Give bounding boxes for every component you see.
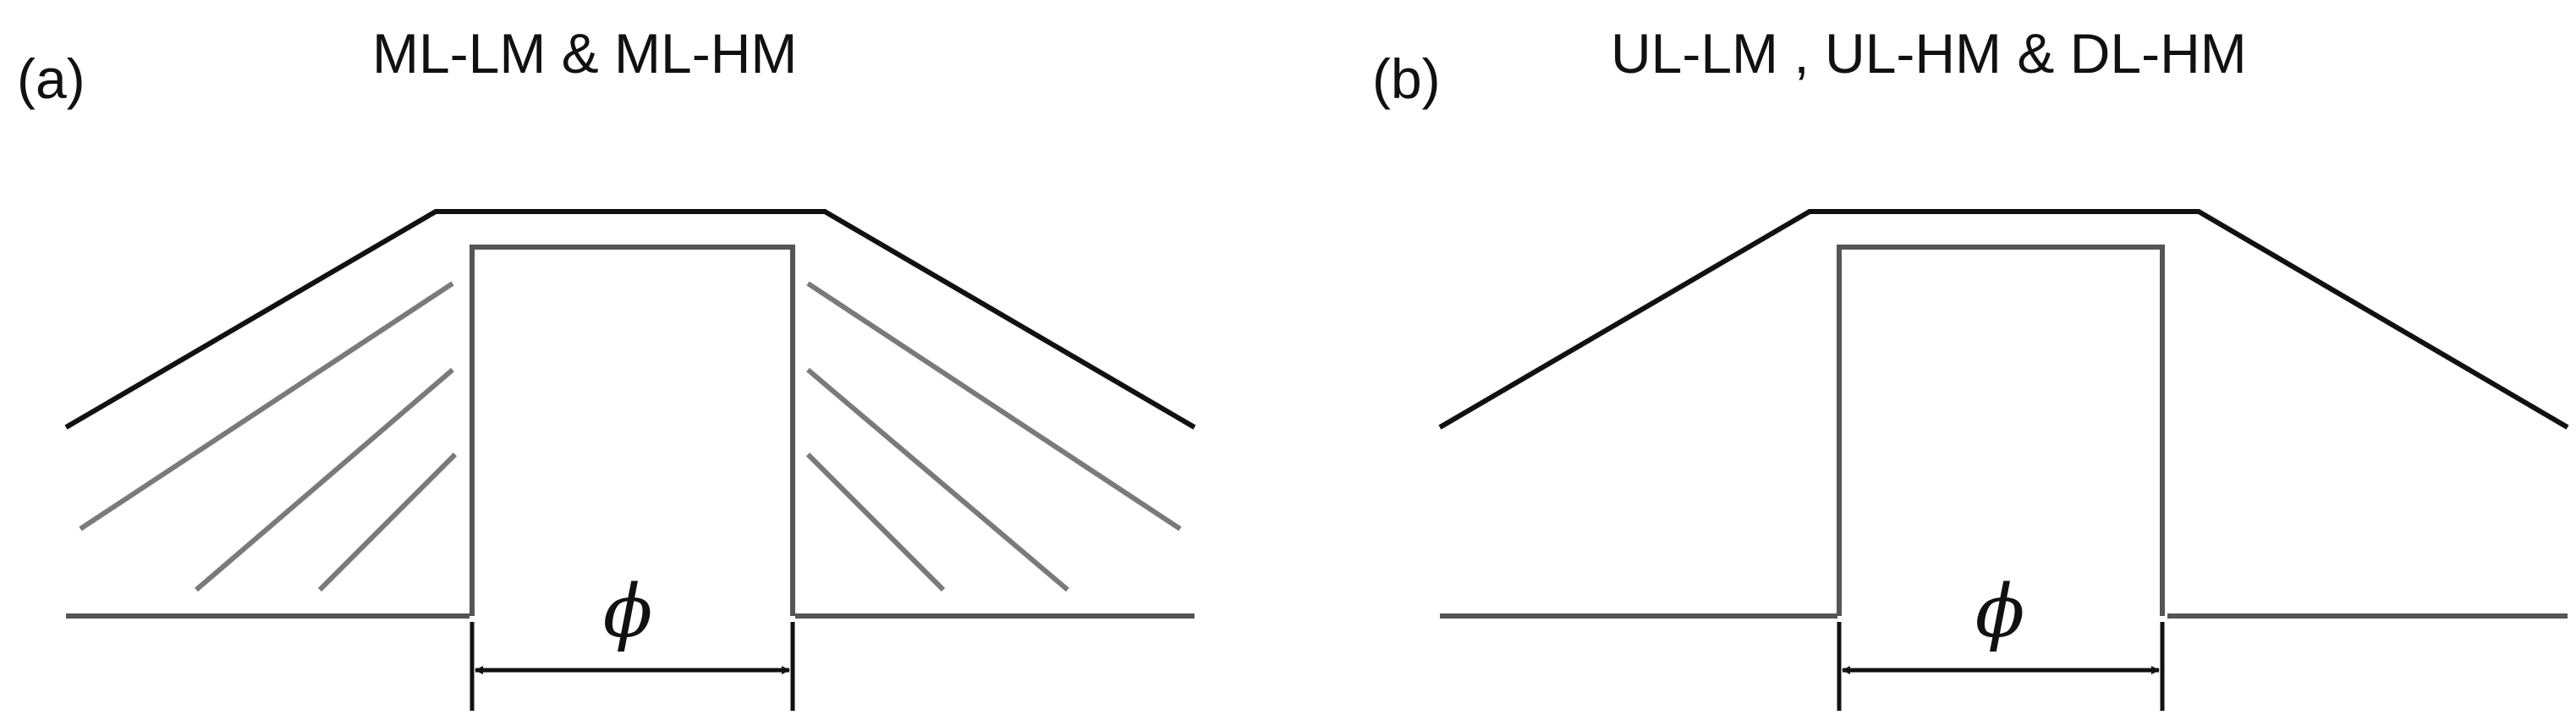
panel-b: (b) UL-LM , UL-HM & DL-HM ϕ — [1288, 0, 2576, 726]
hatch-line — [806, 367, 1069, 592]
pier-column — [470, 245, 795, 616]
panel-label: (a) — [17, 47, 85, 110]
embankment-profile — [64, 209, 1196, 430]
hatch-line — [805, 452, 946, 592]
panel-title: ML-LM & ML-HM — [372, 22, 798, 85]
pier-column — [1837, 245, 2165, 616]
panel-title: UL-LM , UL-HM & DL-HM — [1611, 22, 2247, 85]
diameter-symbol: ϕ — [603, 569, 653, 654]
hatch-line — [806, 281, 1182, 531]
diameter-symbol: ϕ — [1975, 569, 2025, 654]
panel-a: (a) ML-LM & ML-HM ϕ — [17, 22, 1196, 711]
diagram-b: ϕ — [1438, 209, 2569, 711]
hatch-line — [195, 367, 454, 592]
hatch-line — [79, 281, 454, 531]
hatch-line — [317, 452, 458, 592]
embankment-profile — [1438, 209, 2569, 430]
panel-label: (b) — [1372, 47, 1441, 110]
diagram-a: ϕ — [64, 209, 1196, 711]
